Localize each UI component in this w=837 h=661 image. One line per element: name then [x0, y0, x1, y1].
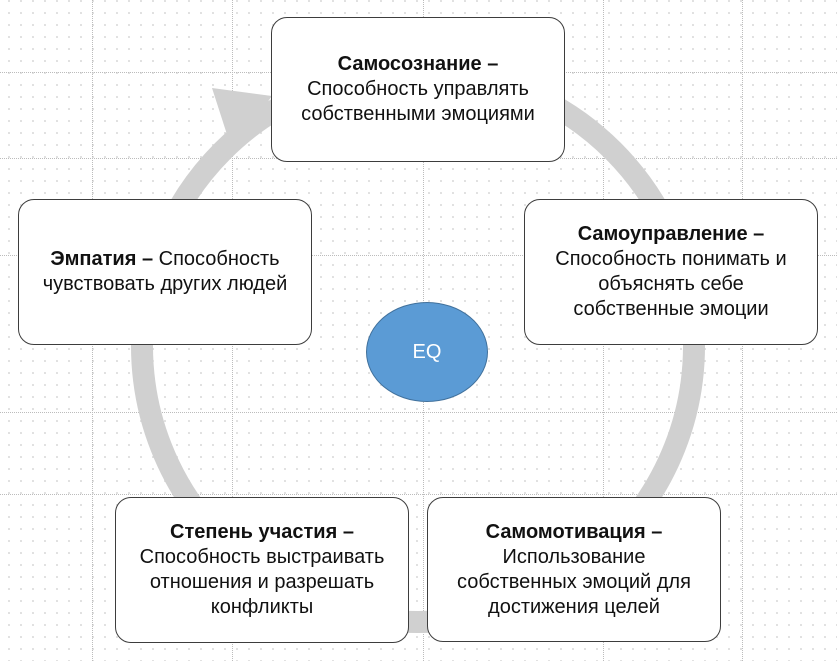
guide-line	[0, 255, 837, 256]
node-title: Самосознание	[337, 53, 482, 75]
node-self-management[interactable]: Самоуправление – Способность понимать и …	[524, 199, 818, 345]
node-separator: –	[481, 53, 499, 75]
node-description: Способность чувствовать других людей	[42, 248, 288, 295]
node-description: Использование собственных эмоций для дос…	[457, 545, 691, 618]
node-title: Степень участия	[170, 521, 338, 543]
eq-center-circle[interactable]: EQ	[366, 302, 488, 402]
node-text: Степень участия – Способность выстраиват…	[128, 520, 396, 620]
node-description: Способность управлять собственными эмоци…	[301, 78, 535, 125]
node-text: Самоуправление – Способность понимать и …	[537, 222, 805, 322]
node-description: Способность понимать и объяснять себе со…	[555, 248, 787, 320]
node-title: Самоуправление	[577, 223, 748, 245]
node-text: Самосознание – Способность управлять соб…	[284, 52, 552, 127]
node-separator: –	[337, 521, 354, 543]
guide-line	[0, 494, 837, 495]
guide-line	[0, 412, 837, 413]
node-text: Эмпатия – Способность чувствовать других…	[31, 247, 299, 297]
node-title: Эмпатия	[50, 248, 137, 270]
cycle-arrowhead	[212, 88, 272, 150]
node-engagement[interactable]: Степень участия – Способность выстраиват…	[115, 497, 409, 643]
node-empathy[interactable]: Эмпатия – Способность чувствовать других…	[18, 199, 312, 345]
node-separator: –	[645, 520, 663, 543]
node-text: Самомотивация – Использование собственны…	[440, 520, 708, 620]
node-separator: –	[747, 223, 765, 245]
eq-label: EQ	[412, 340, 442, 363]
node-self-awareness[interactable]: Самосознание – Способность управлять соб…	[271, 17, 565, 162]
node-title: Самомотивация	[485, 520, 646, 543]
node-self-motivation[interactable]: Самомотивация – Использование собственны…	[427, 497, 721, 642]
node-description: Способность выстраивать отношения и разр…	[139, 546, 385, 618]
node-separator: –	[136, 248, 154, 270]
